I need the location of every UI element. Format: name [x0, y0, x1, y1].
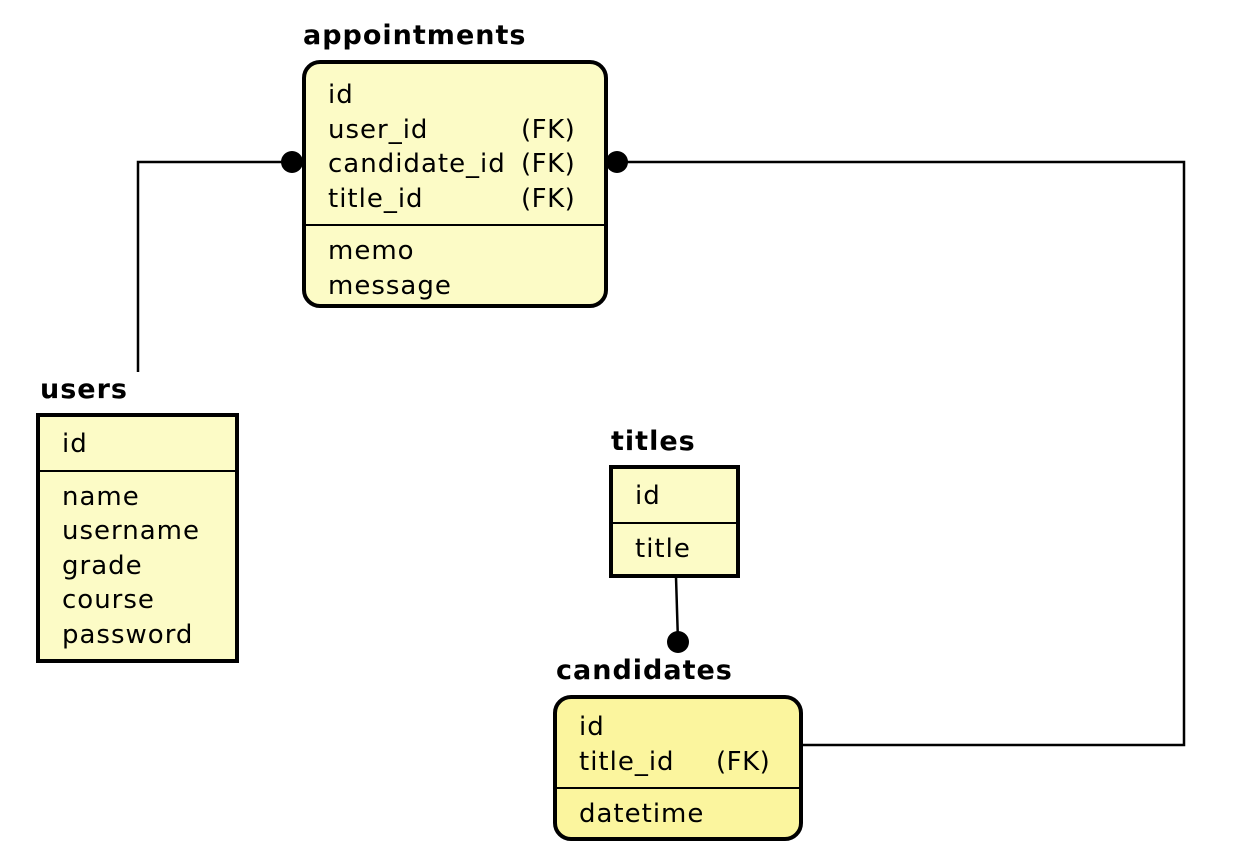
attribute-section: name username grade course password: [40, 472, 235, 653]
entity-title-candidates: candidates: [556, 655, 733, 686]
key-attribute: title_id(FK): [579, 745, 799, 780]
attribute: message: [328, 270, 452, 301]
entity-users[interactable]: id name username grade course password: [36, 413, 239, 663]
attribute: datetime: [579, 799, 705, 829]
attribute: username: [62, 516, 200, 546]
entity-candidates[interactable]: id title_id(FK) datetime: [553, 695, 803, 841]
attribute: memo: [328, 236, 415, 266]
key-attribute: id: [635, 481, 661, 511]
users-appointments-line: [136, 160, 292, 372]
attribute-section: title: [613, 524, 736, 567]
key-attribute: id: [62, 429, 88, 459]
primary-key-section: id: [613, 479, 736, 524]
users-appointments-end-dot: [281, 151, 303, 173]
primary-key-section: id title_id(FK): [557, 710, 799, 789]
fk-marker: (FK): [716, 746, 771, 777]
key-attribute: id: [328, 80, 354, 110]
attribute: name: [62, 481, 140, 512]
primary-key-section: id user_id(FK) candidate_id(FK) title_id…: [306, 78, 604, 226]
attribute-section: datetime: [557, 789, 799, 832]
fk-marker: (FK): [521, 149, 576, 179]
key-attribute: user_id(FK): [328, 113, 604, 148]
key-attribute: title_id(FK): [328, 182, 604, 217]
attribute: title: [635, 533, 691, 564]
fk-marker: (FK): [521, 114, 576, 145]
key-attribute: candidate_id(FK): [328, 147, 604, 182]
candidates-appointments-end-dot: [606, 151, 628, 173]
attribute: grade: [62, 550, 143, 581]
entity-title-appointments: appointments: [303, 20, 527, 51]
attribute: password: [62, 619, 194, 650]
attribute-section: memo message: [306, 226, 604, 303]
primary-key-section: id: [40, 427, 235, 472]
fk-marker: (FK): [521, 183, 576, 214]
entity-titles[interactable]: id title: [609, 465, 740, 578]
entity-title-users: users: [40, 374, 128, 405]
key-attribute: id: [579, 712, 605, 742]
entity-title-titles: titles: [611, 426, 696, 457]
candidates-appointments-line: [617, 160, 1186, 747]
titles-candidates-end-dot: [667, 631, 689, 653]
entity-appointments[interactable]: id user_id(FK) candidate_id(FK) title_id…: [302, 60, 608, 308]
attribute: course: [62, 585, 155, 615]
